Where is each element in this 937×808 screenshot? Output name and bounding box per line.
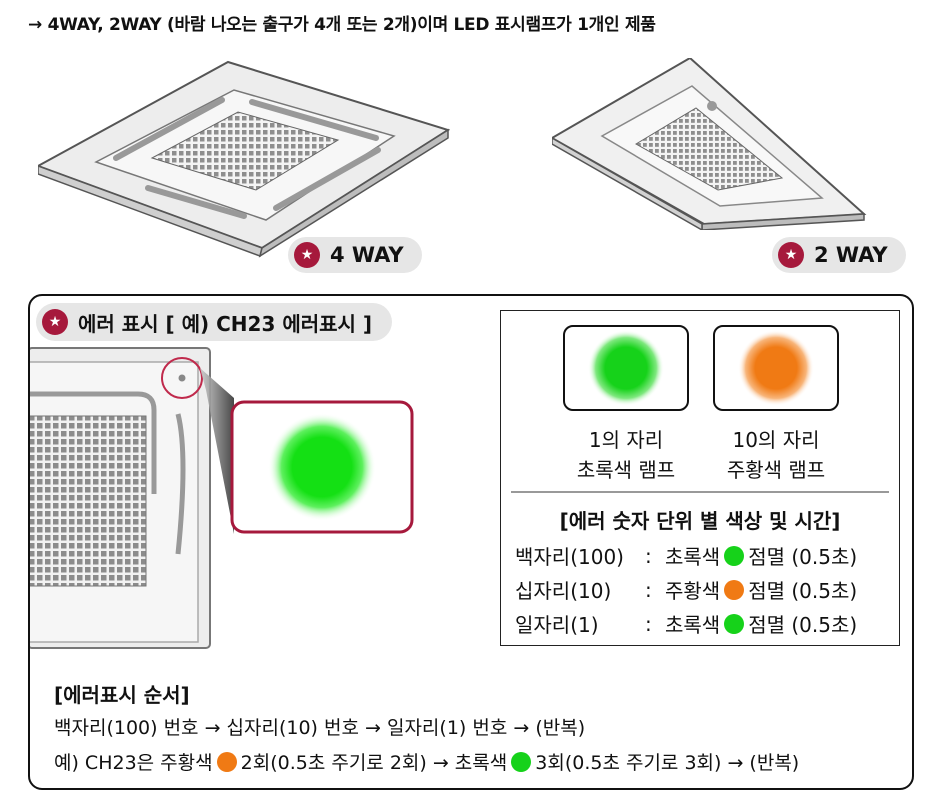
2way-badge: ★ 2 WAY — [772, 237, 906, 273]
sequence-example-part2: 2회(0.5초 주기로 2회) → 초록색 — [240, 752, 508, 774]
4way-badge: ★ 4 WAY — [288, 237, 422, 273]
unit-row-colon: : — [645, 611, 652, 636]
green-lamp-icon — [588, 330, 664, 406]
sequence-example-prefix: 예) CH23은 주황색 — [54, 752, 213, 774]
unit-row-name: 일자리(1) — [515, 613, 599, 637]
unit-row-action: 점멸 (0.5초) — [748, 545, 858, 569]
unit-row-color-name: 초록색 — [665, 613, 721, 637]
error-display-label: 에러 표시 [ 예) CH23 에러표시 ] — [78, 311, 373, 336]
orange-lamp-icon — [738, 330, 814, 406]
sequence-example-part3: 3회(0.5초 주기로 3회) → (반복) — [535, 752, 800, 774]
orange-lamp-caption-line2: 주황색 램프 — [726, 458, 826, 482]
unit-row-color-name: 주황색 — [665, 579, 721, 603]
star-icon: ★ — [778, 242, 804, 268]
lamp-legend-box: 1의 자리 초록색 램프 10의 자리 주황색 램프 [에러 숫자 단위 별 색… — [500, 310, 900, 646]
error-display-badge: ★ 에러 표시 [ 예) CH23 에러표시 ] — [36, 303, 393, 341]
orange-dot-icon — [216, 751, 237, 772]
unit-colors-title: [에러 숫자 단위 별 색상 및 시간] — [559, 509, 841, 533]
unit-row-colon: : — [645, 543, 652, 568]
sequence-line-text: 백자리(100) 번호 → 십자리(10) 번호 → 일자리(1) 번호 → (… — [54, 717, 586, 739]
legend-divider — [511, 491, 889, 493]
star-icon: ★ — [294, 242, 320, 268]
unit-row-action: 점멸 (0.5초) — [748, 579, 858, 603]
2way-label: 2 WAY — [814, 243, 888, 267]
green-dot-icon — [724, 545, 745, 566]
unit-row-name: 백자리(100) — [515, 545, 624, 569]
unit-row-colon: : — [645, 577, 652, 602]
sequence-example: 예) CH23은 주황색 2회(0.5초 주기로 2회) → 초록색 3회(0.… — [54, 748, 799, 775]
orange-dot-icon — [724, 579, 745, 600]
unit-row-action: 점멸 (0.5초) — [748, 613, 858, 637]
2way-unit-image — [552, 58, 867, 230]
unit-row-color-name: 초록색 — [665, 545, 721, 569]
header-text: → 4WAY, 2WAY (바람 나오는 출구가 4개 또는 2개)이며 LED… — [28, 15, 656, 35]
unit-row-ones: 일자리(1) : 초록색 점멸 (0.5초) — [515, 609, 857, 638]
unit-row-hundreds: 백자리(100) : 초록색 점멸 (0.5초) — [515, 541, 857, 570]
sequence-title: [에러표시 순서] — [54, 683, 190, 707]
4way-unit-image — [38, 60, 450, 258]
4way-label: 4 WAY — [330, 243, 404, 267]
green-lamp-caption-line1: 1의 자리 — [588, 428, 664, 452]
orange-lamp-card — [713, 325, 839, 411]
green-dot-icon — [724, 613, 745, 634]
unit-row-name: 십자리(10) — [515, 579, 612, 603]
unit-row-tens: 십자리(10) : 주황색 점멸 (0.5초) — [515, 575, 857, 604]
sequence-line: 백자리(100) 번호 → 십자리(10) 번호 → 일자리(1) 번호 → (… — [54, 713, 585, 740]
star-icon: ★ — [42, 309, 68, 335]
orange-lamp-caption-line1: 10의 자리 — [732, 428, 820, 452]
unit-closeup-image — [30, 347, 414, 649]
green-lamp-card — [563, 325, 689, 411]
orange-lamp-caption: 10의 자리 주황색 램프 — [686, 425, 866, 485]
green-lamp-caption-line2: 초록색 램프 — [576, 458, 676, 482]
green-dot-icon — [511, 751, 532, 772]
green-lamp-caption: 1의 자리 초록색 램프 — [536, 425, 716, 485]
